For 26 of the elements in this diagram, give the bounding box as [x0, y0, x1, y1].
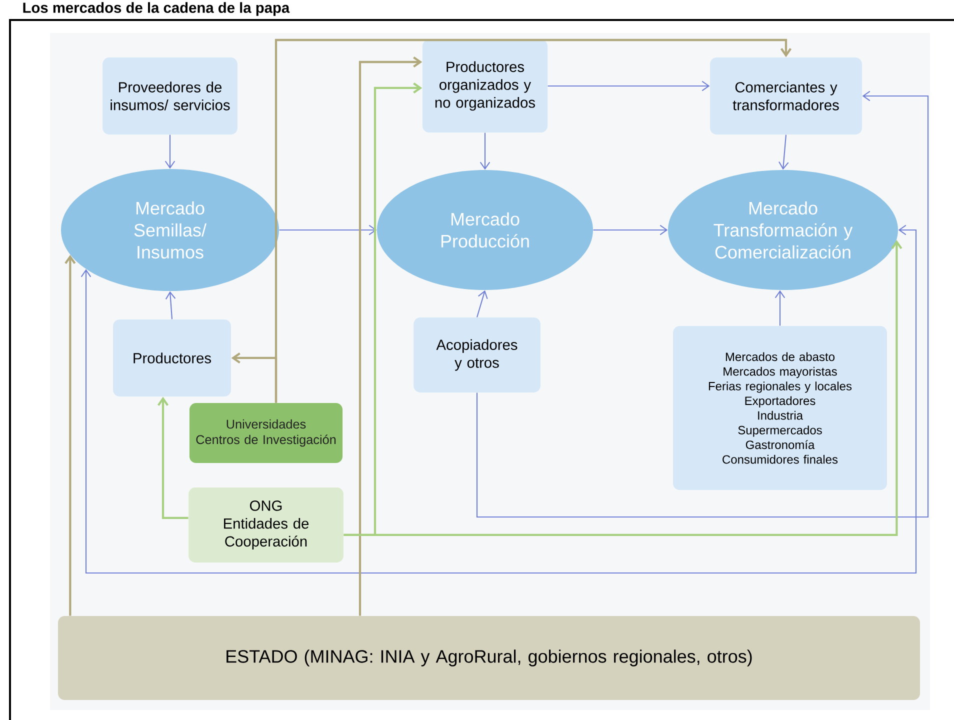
- arrow: [476, 90, 929, 518]
- arrow: [593, 224, 668, 236]
- arrow: [344, 240, 902, 536]
- arrow: [165, 291, 176, 320]
- process-box: Universidades Centros de Investigación: [189, 403, 343, 463]
- arrow: [274, 38, 792, 403]
- process-box: Proveedores de insumos/ servicios: [102, 57, 238, 135]
- arrow: [80, 224, 917, 574]
- arrow: [476, 290, 488, 318]
- arrow: [358, 56, 422, 616]
- title: Los mercados de la cadena de la papa: [23, 2, 290, 16]
- arrow: [480, 132, 490, 170]
- arrow: [164, 134, 176, 169]
- process-box: Comerciantes y transformadores: [710, 57, 862, 135]
- arrow: [548, 80, 710, 92]
- process-box: Productores organizados y no organizados: [422, 39, 548, 133]
- process-box: Productores: [113, 319, 231, 397]
- arrow: [157, 396, 188, 520]
- arrow: [279, 224, 377, 236]
- arrow: [778, 134, 789, 170]
- arrow: [774, 290, 786, 326]
- arrow: [64, 254, 76, 616]
- process-box: ONG Entidades de Cooperación: [188, 488, 344, 562]
- process-box: Acopiadores y otros: [414, 318, 540, 392]
- state-band: ESTADO (MINAG: INIA y AgroRural, gobiernos regionales, otros): [58, 616, 920, 700]
- list-box: Mercados de abasto Mercados mayoristas Ferias regionales y locales Exportadores Industria Supermercados Gastronomía Consumidores finales: [673, 326, 887, 490]
